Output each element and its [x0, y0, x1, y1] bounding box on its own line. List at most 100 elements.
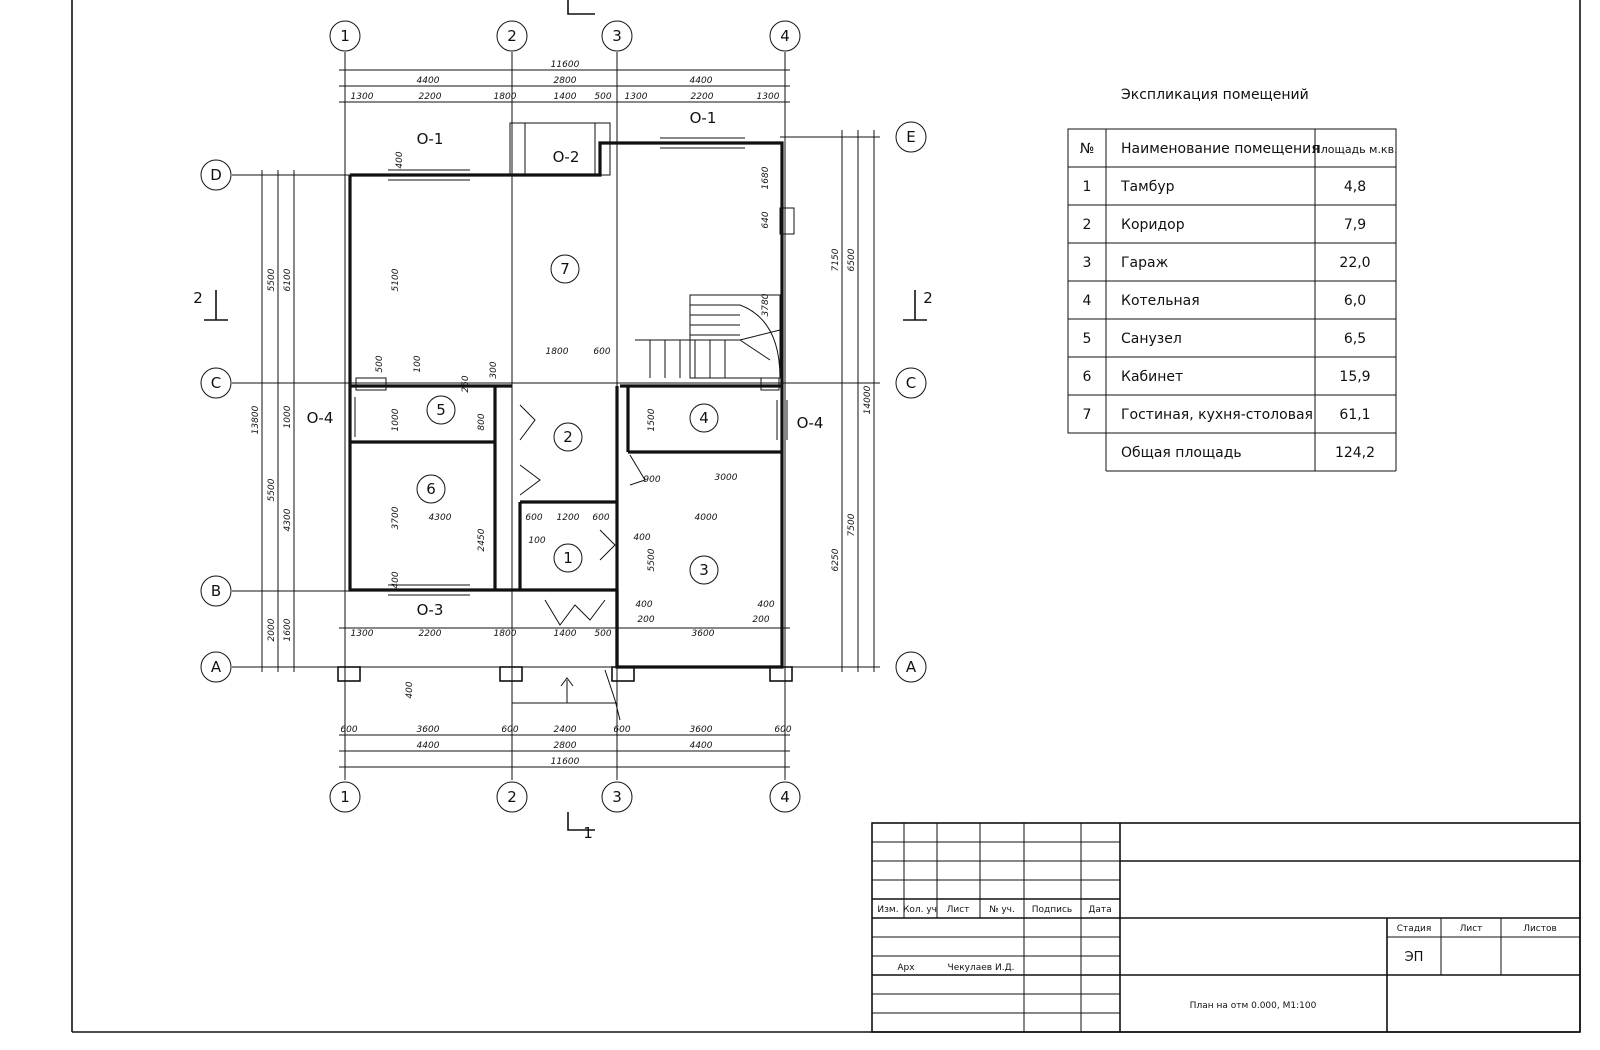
window-tag-o2: О-2 [553, 148, 580, 166]
window-tag-o4-left: О-4 [307, 409, 334, 427]
window-tag-o4-right: О-4 [797, 414, 824, 432]
dim-top: 1300 [351, 92, 374, 102]
room-marker-5: 5 [426, 395, 456, 425]
dim-misc: 3780 [761, 293, 771, 316]
row-area: 6,0 [1344, 293, 1366, 309]
header-number: № [1080, 141, 1095, 157]
window-tag-o3: О-3 [417, 601, 444, 619]
svg-text:2: 2 [563, 428, 573, 446]
axis-bubble-right-C: C [895, 367, 927, 399]
dim-bottom2: 600 [613, 725, 630, 735]
wall-openings [344, 122, 788, 596]
row-area: 4,8 [1344, 179, 1366, 195]
dim-bay-2: 2800 [554, 76, 577, 86]
opening-tags: О-1 О-1 О-2 О-3 О-4 О-4 [307, 109, 824, 619]
row-name: Санузел [1121, 331, 1182, 347]
dim-top: 500 [594, 92, 611, 102]
dim-bottom1: 1400 [554, 629, 577, 639]
axis-bubble-right-A: A [895, 651, 927, 683]
tb-col-label: Дата [1088, 905, 1111, 915]
header-area: Площадь м.кв. [1312, 143, 1397, 156]
row-name: Коридор [1121, 217, 1185, 233]
dim-bottom1: 500 [594, 629, 611, 639]
dim-misc: 400 [395, 151, 405, 168]
dim-misc: 1680 [761, 166, 771, 189]
tb-col-label: Подпись [1032, 905, 1072, 915]
dim-left-inner: 4300 [283, 508, 293, 531]
room-marker-3: 3 [689, 555, 719, 585]
row-area: 15,9 [1339, 369, 1370, 385]
door-swings [519, 404, 646, 721]
dim-misc: 900 [643, 475, 660, 485]
axis-bubble-left-D: D [200, 159, 232, 191]
axis-label: 1 [340, 788, 350, 806]
row-name: Котельная [1121, 293, 1200, 309]
tb-sheets-label: Листов [1523, 924, 1557, 934]
dim-bottom2: 2400 [554, 725, 577, 735]
axis-label: A [906, 658, 917, 676]
dim-left-mid: 5500 [267, 268, 277, 291]
row-area: 22,0 [1339, 255, 1370, 271]
axis-label: 2 [507, 27, 517, 45]
room-marker-7: 7 [550, 254, 580, 284]
row-number: 5 [1083, 331, 1092, 347]
axis-bubble-top-2: 2 [496, 20, 528, 52]
dim-left-inner: 6100 [283, 268, 293, 291]
axis-label: E [906, 128, 915, 146]
dim-bottom2: 3600 [690, 725, 713, 735]
tb-role: Арх [897, 963, 915, 973]
section-markers: 1 2 2 [193, 0, 933, 842]
dim-overall-bottom: 11600 [551, 757, 580, 767]
axis-label: A [211, 658, 222, 676]
axis-label: 1 [340, 27, 350, 45]
dim-left-outer: 13800 [251, 405, 261, 434]
axis-bubble-top-1: 1 [329, 20, 361, 52]
svg-text:5: 5 [436, 401, 446, 419]
row-name: Кабинет [1121, 369, 1183, 385]
porch [337, 666, 793, 704]
dim-left-mid: 2000 [267, 618, 277, 641]
dim-top: 1300 [625, 92, 648, 102]
axis-bubble-top-4: 4 [769, 20, 801, 52]
dim-bay-bottom: 4400 [690, 741, 713, 751]
dim-misc: 400 [633, 533, 650, 543]
dim-misc: 3700 [391, 506, 401, 529]
section-label-1: 1 [583, 824, 593, 842]
tb-stage-value: ЭП [1405, 950, 1424, 965]
dim-misc: 500 [375, 355, 385, 372]
dim-bay-bottom: 2800 [554, 741, 577, 751]
dim-left-mid: 5500 [267, 478, 277, 501]
section-label-2-left: 2 [193, 289, 203, 307]
dim-misc: 1200 [557, 513, 580, 523]
dim-bay-1: 4400 [417, 76, 440, 86]
dim-misc: 250 [461, 375, 471, 392]
tb-col-label: № уч. [989, 905, 1015, 915]
tb-col-label: Лист [947, 905, 970, 915]
axis-label: B [211, 582, 221, 600]
dim-right-mid: 6250 [831, 548, 841, 571]
dim-right-mid: 7150 [831, 248, 841, 271]
tb-stage-label: Стадия [1397, 924, 1432, 934]
tb-author: Чекулаев И.Д. [948, 963, 1015, 973]
row-number: 2 [1083, 217, 1092, 233]
dimension-texts: 11600 4400 2800 4400 1300 2200 1800 1400… [251, 60, 873, 767]
axis-label: 4 [780, 788, 790, 806]
dim-misc: 100 [528, 536, 545, 546]
dim-misc: 1800 [546, 347, 569, 357]
dim-misc: 600 [592, 513, 609, 523]
dim-misc: 400 [757, 600, 774, 610]
axis-label: 4 [780, 27, 790, 45]
dim-right-mid: 6500 [847, 248, 857, 271]
dim-misc: 640 [761, 211, 771, 228]
total-label: Общая площадь [1121, 445, 1242, 461]
tb-drawing-title: План на отм 0.000, М1:100 [1190, 1001, 1317, 1011]
room-marker-6: 6 [416, 474, 446, 504]
room-numbers: 1 2 3 4 5 6 7 [416, 254, 719, 585]
dim-misc: 400 [391, 571, 401, 588]
dim-misc: 400 [405, 681, 415, 698]
axis-label: C [211, 374, 221, 392]
dim-top: 2200 [419, 92, 442, 102]
dim-left-inner: 1600 [283, 618, 293, 641]
svg-text:4: 4 [699, 409, 709, 427]
